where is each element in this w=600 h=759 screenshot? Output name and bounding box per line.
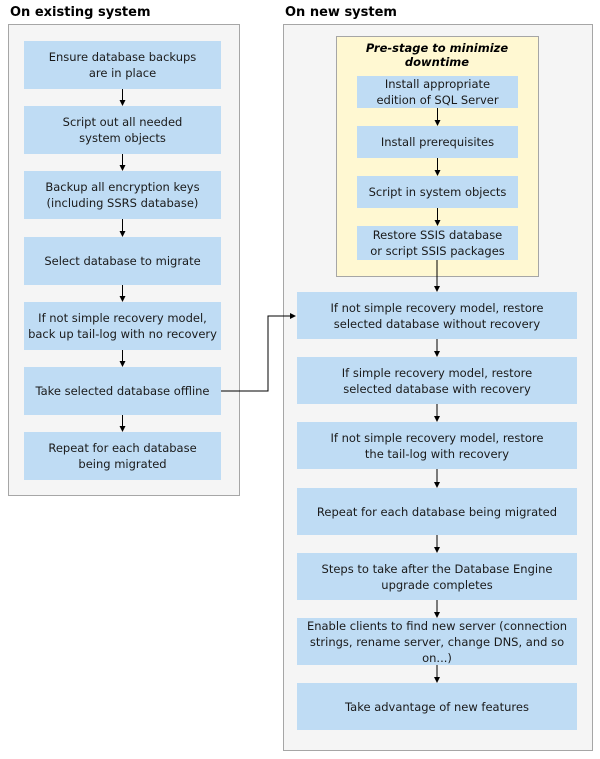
step-box: If not simple recovery model, restore th… — [297, 422, 577, 469]
step-box: Ensure database backups are in place — [24, 41, 221, 89]
right-title: On new system — [285, 5, 397, 20]
step-box: If not simple recovery model, restore se… — [297, 292, 577, 339]
prestage-title: Pre-stage to minimize downtime — [365, 41, 509, 69]
step-box: Repeat for each database being migrated — [24, 432, 221, 480]
step-box: Steps to take after the Database Engine … — [297, 553, 577, 600]
step-box: Enable clients to find new server (conne… — [297, 618, 577, 665]
step-box: Select database to migrate — [24, 237, 221, 285]
prestage-step-box: Install appropriate edition of SQL Serve… — [357, 76, 518, 108]
step-box: Take selected database offline — [24, 367, 221, 415]
prestage-step-box: Install prerequisites — [357, 126, 518, 158]
offline-to-restore-arrow — [221, 313, 296, 392]
step-box: Take advantage of new features — [297, 683, 577, 730]
prestage-step-box: Script in system objects — [357, 176, 518, 208]
left-title: On existing system — [10, 5, 151, 20]
prestage-step-box: Restore SSIS database or script SSIS pac… — [357, 226, 518, 260]
step-box: Backup all encryption keys (including SS… — [24, 171, 221, 219]
step-box: Script out all needed system objects — [24, 106, 221, 154]
step-box: Repeat for each database being migrated — [297, 488, 577, 535]
step-box: If not simple recovery model, back up ta… — [24, 302, 221, 350]
step-box: If simple recovery model, restore select… — [297, 357, 577, 404]
